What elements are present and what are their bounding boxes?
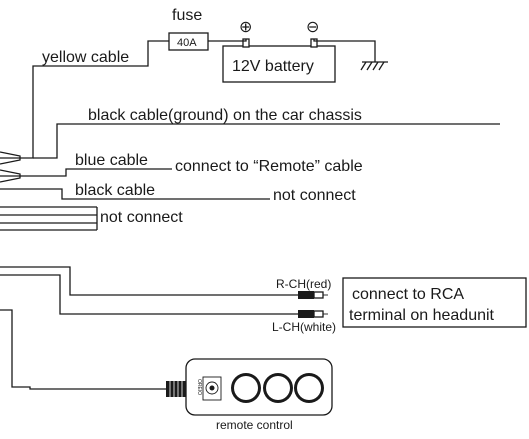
plus-sign: ⊕ bbox=[239, 19, 252, 36]
black-ground-label: black cable(ground) on the car chassis bbox=[88, 107, 362, 124]
remote-control: OREIO bbox=[166, 358, 333, 416]
lch-label: L-CH(white) bbox=[272, 320, 336, 334]
remote-knob-3 bbox=[294, 373, 324, 403]
fuse-rating: 40A bbox=[177, 37, 197, 49]
yellow-cable-wire bbox=[0, 40, 169, 159]
minus-sign: ⊖ bbox=[306, 19, 319, 36]
rca-plug-red bbox=[298, 291, 328, 299]
fuse-to-battery-wire bbox=[208, 39, 247, 42]
yellow-cable-label: yellow cable bbox=[42, 49, 129, 66]
ground-icon bbox=[360, 61, 388, 71]
remote-cable-strain-relief bbox=[166, 381, 186, 397]
remote-power-button-ring bbox=[205, 381, 219, 395]
fuse: fuse 40A bbox=[168, 7, 209, 51]
remote-knob-2 bbox=[263, 373, 293, 403]
unused-wires bbox=[0, 206, 98, 231]
rca-left-wire bbox=[0, 274, 298, 315]
remote-knob-1 bbox=[231, 373, 261, 403]
black-cable-wire bbox=[0, 188, 270, 200]
remote-control-label: remote control bbox=[216, 418, 293, 432]
battery: 12V battery ⊕ ⊖ bbox=[222, 19, 336, 83]
rch-label: R-CH(red) bbox=[276, 277, 331, 291]
battery-label: 12V battery bbox=[232, 58, 314, 75]
remote-brand: OREIO bbox=[196, 379, 202, 395]
rca-text-line2: terminal on headunit bbox=[349, 307, 495, 324]
black-cable-label: black cable bbox=[75, 182, 155, 199]
battery-ground-wire bbox=[313, 39, 376, 62]
blue-cable-label: blue cable bbox=[75, 152, 148, 169]
remote-power-button-dot bbox=[209, 385, 215, 391]
power-connector bbox=[0, 151, 21, 183]
blue-cable-wire bbox=[0, 168, 172, 177]
black-ground-wire bbox=[33, 123, 500, 159]
not-connect-1: not connect bbox=[273, 187, 356, 204]
remote-power-button bbox=[202, 376, 222, 401]
rca-callout-box bbox=[342, 277, 527, 328]
not-connect-2: not connect bbox=[100, 209, 183, 226]
rca-plug-white bbox=[298, 310, 328, 318]
rca-right-wire bbox=[0, 266, 298, 296]
fuse-label: fuse bbox=[172, 7, 202, 24]
remote-cable-wire bbox=[0, 309, 166, 390]
rca-text-line1: connect to RCA bbox=[352, 286, 464, 303]
blue-connect-text: connect to “Remote” cable bbox=[175, 158, 363, 175]
battery-body bbox=[222, 45, 336, 83]
